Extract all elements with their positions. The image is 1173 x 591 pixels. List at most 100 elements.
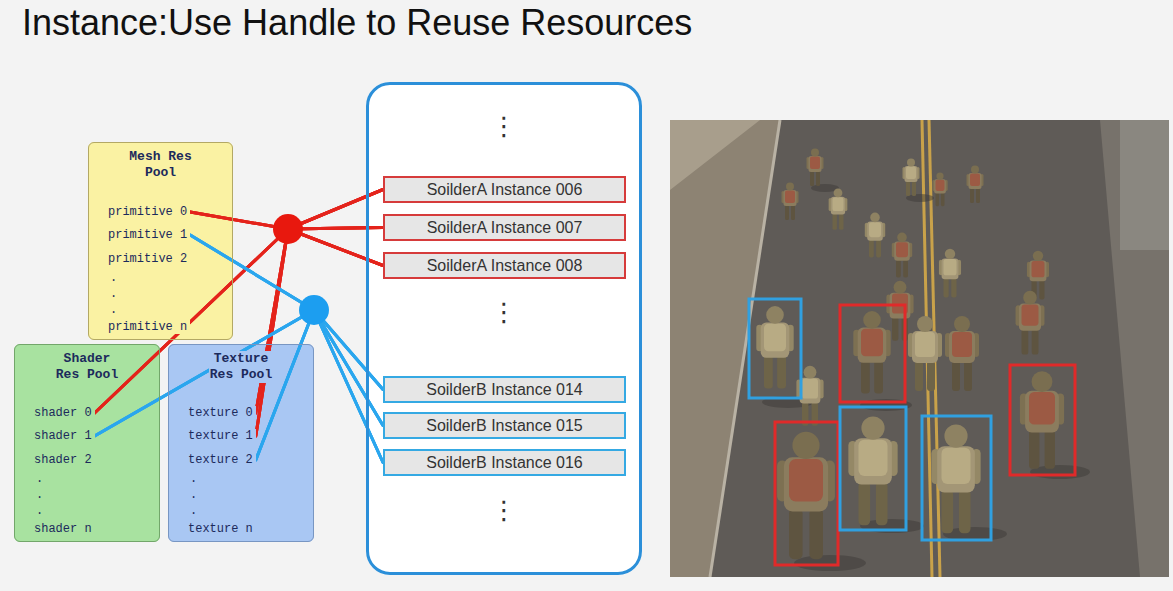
instance-name: SoilderB Instance 014 [420,380,589,400]
soldier-figure [848,416,897,525]
handle-link [256,310,383,463]
soldier-figure [853,311,890,394]
instance-name: SoilderB Instance 016 [420,453,589,473]
ellipsis-dot: . [110,303,117,317]
ellipsis-dot: . [110,271,117,285]
soldier-a-handle-dot [273,214,303,244]
soldier-b-highlight [922,416,991,540]
gravel-area [670,120,760,190]
label-anchor: . [36,472,43,486]
ellipsis-dot: . [36,504,43,518]
road-shoulder [1100,120,1169,577]
pool-heading: Texture Res Pool [209,351,273,383]
pool-entry: shader n [31,522,95,536]
handle-hubs [273,214,329,325]
label-anchor: . [190,472,197,486]
soldier-figure [903,159,920,197]
soldier-a-highlight [1010,365,1075,475]
handle-link [256,190,383,437]
handle-link [95,229,383,413]
instance-box: SoilderB Instance 016 [383,449,626,476]
instance-list-panel: ⋮⋮⋮SoilderA Instance 006SoilderA Instanc… [366,82,642,575]
pool-heading: Mesh Res Pool [129,149,193,181]
entry-name: texture 2 [185,453,256,467]
ellipsis-mark: ⋮ [369,111,639,141]
soldier-figure [1020,371,1064,469]
pool-entry: texture n [185,522,256,536]
label-anchor: . [110,271,117,285]
resource-pool: Texture Res Pooltexture 0texture 1textur… [168,344,314,542]
entry-name: shader n [31,522,95,536]
label-anchor: . [190,488,197,502]
handle-link [256,190,383,414]
soldier-figure [892,233,912,278]
instance-name: SoilderB Instance 015 [420,416,589,436]
ellipsis-dot: . [190,472,197,486]
instance-box: SoilderA Instance 007 [383,214,626,241]
shadow [794,555,866,571]
soldier-figure [967,166,984,204]
label-anchor: . [36,504,43,518]
handle-link [190,212,383,266]
ellipsis-dot: . [36,472,43,486]
entry-name: primitive n [105,320,190,334]
soldier-b-handle-dot [299,295,329,325]
handle-link [95,228,383,414]
pool-entry: primitive 1 [105,228,190,242]
highlight-boxes [749,299,1075,565]
entry-name: shader 0 [31,406,95,420]
soldier-figure [1016,291,1045,355]
pool-heading: Shader Res Pool [55,351,119,383]
soldier-b-highlight [840,407,906,530]
soldier-crowd-illustration [670,120,1169,577]
instance-name: SoilderA Instance 007 [421,218,589,238]
pool-entry: texture 1 [185,429,256,443]
resource-pool: Mesh Res Pool primitive 0 primitive 1 primi… [88,142,233,340]
instance-box: SoilderA Instance 006 [383,176,626,203]
entry-name: texture n [185,522,256,536]
soldier-figure [777,432,835,560]
handle-link [95,310,383,436]
instance-box: SoilderB Instance 014 [383,376,626,403]
shadows [762,184,1090,571]
entry-name: primitive 1 [105,228,190,242]
panel-fill [366,82,642,575]
entry-name: shader 1 [31,429,95,443]
title-anchor: Instance:Use Handle to Reuse Resources [22,0,692,46]
soldier-figure [931,424,980,533]
handle-link [95,310,383,463]
soldier-figure [886,281,913,341]
soldier-figure [939,249,961,298]
pool-entry: shader 0 [31,406,95,420]
label-anchor: . [110,287,117,301]
handle-link [256,310,383,460]
resource-pool: Shader Res Pool shader 0 shader 1 shader 2 s… [14,344,160,542]
ellipsis-dot: . [190,504,197,518]
label-anchor: . [110,303,117,317]
pool-entry: texture 2 [185,453,256,467]
pool-entry: primitive 0 [105,205,190,219]
ellipsis-dot: . [110,287,117,301]
soldier-figure [807,149,824,187]
soldier-figure [829,189,848,230]
soldier-a-highlight [775,422,838,565]
pool-fill [14,344,160,542]
soldier-figure [865,213,885,258]
pool-entry: primitive 2 [105,252,190,266]
pool-fill [168,344,314,542]
shadow [1030,465,1090,479]
soldier-figure [908,316,942,391]
slide-title: Instance:Use Handle to Reuse Resources [22,0,692,46]
instance-name: SoilderA Instance 008 [421,256,589,276]
ellipsis-dot: . [190,488,197,502]
soldier-figure [932,172,947,206]
soldier-figure [782,183,799,221]
handle-link [256,310,383,460]
pool-entry: shader 2 [31,453,95,467]
ellipsis-mark: ⋮ [369,495,639,525]
soldier-b-highlight [749,299,801,398]
handle-link [95,190,383,414]
ellipsis-dot: . [36,488,43,502]
soldier-figure [756,306,793,389]
